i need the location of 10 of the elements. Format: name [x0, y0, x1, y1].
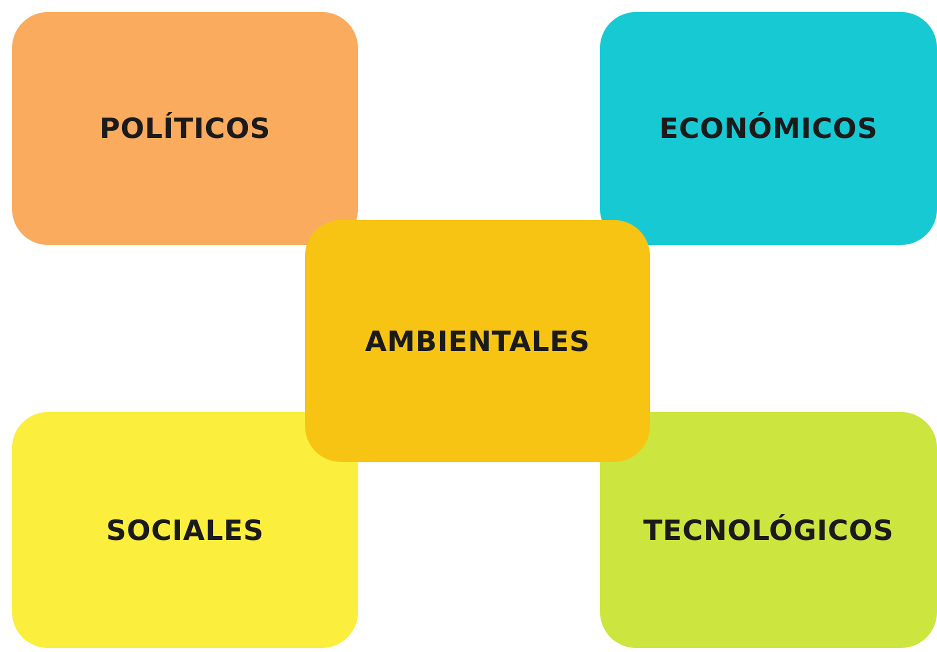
- box-label: TECNOLÓGICOS: [643, 514, 894, 546]
- rounded-box: [600, 12, 937, 245]
- rounded-box: [12, 12, 358, 245]
- box-label: AMBIENTALES: [364, 324, 590, 358]
- box-label: POLÍTICOS: [99, 112, 271, 145]
- box-label: ECONÓMICOS: [659, 112, 878, 145]
- rounded-box: [305, 220, 650, 462]
- rounded-box: [600, 412, 937, 648]
- rounded-box: [12, 412, 358, 648]
- box-label: SOCIALES: [106, 514, 264, 546]
